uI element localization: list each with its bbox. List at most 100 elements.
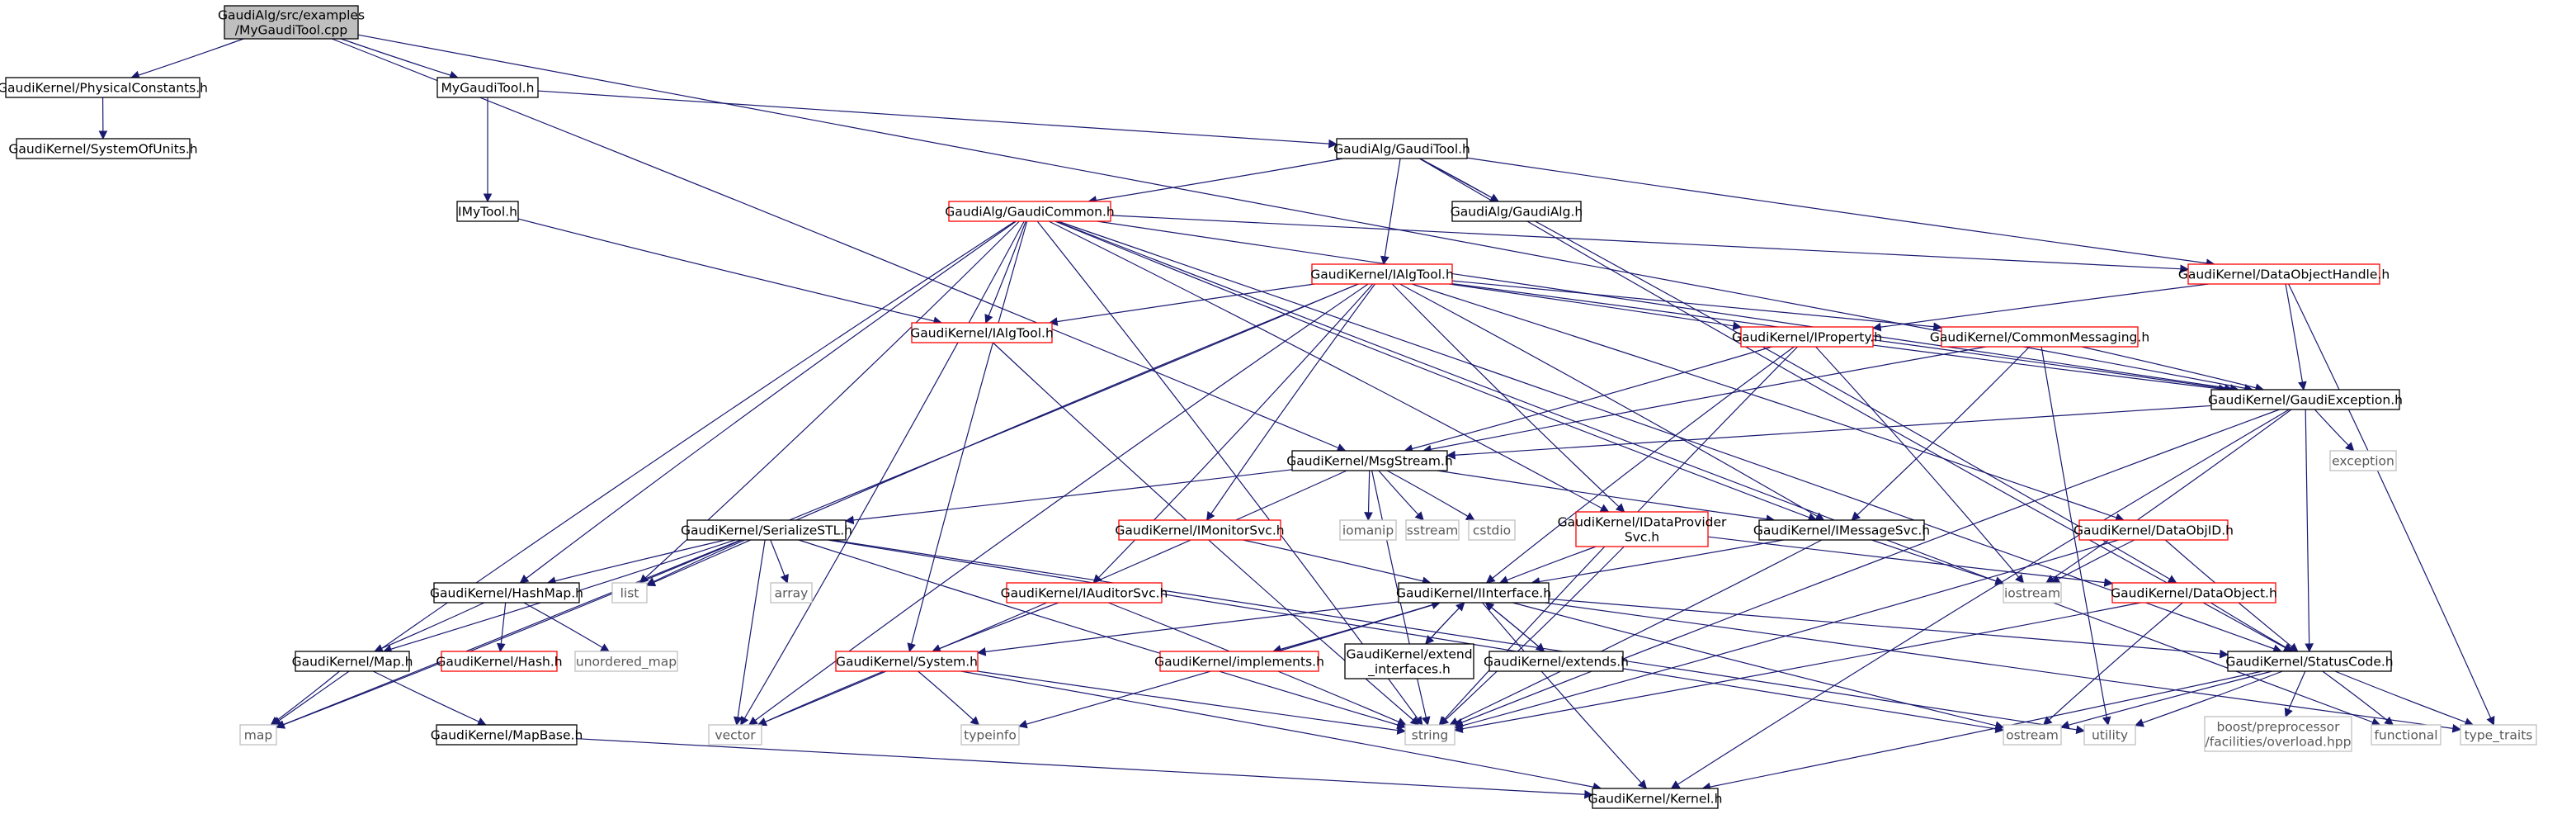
node-box — [1575, 511, 1709, 547]
node-box — [2371, 724, 2442, 746]
node-physconst[interactable]: GaudiKernel/PhysicalConstants.h — [0, 77, 208, 98]
dependency-arrow — [1205, 283, 1375, 521]
node-mygauditool[interactable]: MyGaudiTool.h — [436, 77, 539, 98]
node-dataobjid[interactable]: GaudiKernel/DataObjID.h — [2074, 519, 2234, 541]
node-box — [1344, 643, 1474, 679]
node-dataobjhandle[interactable]: GaudiKernel/DataObjectHandle.h — [2178, 263, 2390, 285]
node-label: ostream — [2006, 728, 2059, 743]
node-dataobject[interactable]: GaudiKernel/DataObject.h — [2111, 582, 2277, 604]
node-label: iostream — [2004, 586, 2060, 601]
node-label: GaudiKernel/StatusCode.h — [2225, 655, 2393, 670]
dependency-arrow — [1399, 283, 1825, 521]
node-label: GaudiKernel/Hash.h — [436, 655, 562, 670]
node-label: list — [620, 586, 639, 601]
node-iauditorsvc[interactable]: GaudiKernel/IAuditorSvc.h — [1001, 582, 1168, 604]
node-box — [2227, 651, 2392, 672]
node-serializestl[interactable]: GaudiKernel/SerializeSTL.h — [681, 519, 852, 541]
dependency-arrow — [1446, 405, 2212, 460]
node-functional: functional — [2371, 724, 2442, 746]
node-list: list — [611, 582, 648, 604]
dependency-arrow — [2288, 283, 2495, 726]
dependency-arrow — [831, 539, 2086, 735]
dependency-arrow — [1243, 539, 1432, 585]
dependency-arrow — [374, 602, 485, 653]
node-ialgtool[interactable]: GaudiKernel/IAlgTool.h — [1310, 263, 1454, 285]
node-label: cstdio — [1473, 523, 1511, 538]
node-kernel_h[interactable]: GaudiKernel/Kernel.h — [1588, 788, 1723, 809]
node-hashmap[interactable]: GaudiKernel/HashMap.h — [430, 582, 583, 604]
node-label: GaudiKernel/extend — [1346, 647, 1472, 662]
node-iinterface[interactable]: GaudiKernel/IInterface.h — [1396, 582, 1551, 604]
node-map_h[interactable]: GaudiKernel/Map.h — [292, 651, 413, 672]
node-iomanip: iomanip — [1339, 519, 1397, 541]
node-string: string — [1404, 724, 1455, 746]
node-box — [433, 582, 580, 604]
node-box — [1339, 519, 1397, 541]
node-imessagesvc[interactable]: GaudiKernel/IMessageSvc.h — [1753, 519, 1930, 541]
dependency-arrow — [646, 539, 746, 586]
node-box — [1451, 201, 1582, 222]
dependency-arrow — [1057, 220, 2282, 653]
node-box — [1592, 788, 1719, 809]
node-imonitorsvc[interactable]: GaudiKernel/IMonitorSvc.h — [1115, 519, 1285, 541]
node-label: GaudiKernel/IAlgTool.h — [1310, 267, 1454, 282]
node-sysunits[interactable]: GaudiKernel/SystemOfUnits.h — [8, 138, 198, 159]
node-box — [1291, 450, 1448, 471]
node-label: string — [1412, 728, 1449, 743]
node-iproperty[interactable]: GaudiKernel/IProperty.h — [1732, 326, 1882, 348]
dependency-arrow — [1391, 283, 1625, 513]
node-msgstream[interactable]: GaudiKernel/MsgStream.h — [1286, 450, 1453, 471]
dependency-arrow — [1449, 539, 1823, 726]
node-ialgtoolh[interactable]: GaudiKernel/IAlgTool.h — [910, 322, 1054, 343]
node-extends[interactable]: GaudiKernel/extends.h — [1484, 651, 1629, 672]
dependency-arrow — [984, 220, 1026, 324]
dependency-arrow — [1485, 346, 1795, 584]
node-box — [948, 201, 1111, 222]
node-system_h[interactable]: GaudiKernel/System.h — [835, 651, 979, 672]
node-hash_h[interactable]: GaudiKernel/Hash.h — [436, 651, 563, 672]
node-box — [224, 5, 359, 40]
node-label: GaudiAlg/GaudiTool.h — [1333, 142, 1470, 157]
node-commonmsg[interactable]: GaudiKernel/CommonMessaging.h — [1930, 326, 2149, 348]
dependency-arrow — [372, 670, 487, 726]
node-box — [1118, 519, 1281, 541]
node-extend_if[interactable]: GaudiKernel/extend_interfaces.h — [1344, 643, 1474, 679]
node-label: GaudiKernel/DataObjectHandle.h — [2178, 267, 2390, 282]
node-mapbase[interactable]: GaudiKernel/MapBase.h — [431, 724, 583, 746]
dependency-arrow — [1451, 280, 1943, 332]
dependency-arrow — [1449, 283, 1743, 331]
dependency-arrow — [1087, 158, 1343, 205]
node-box — [911, 322, 1053, 343]
dependency-arrow — [537, 90, 1338, 149]
node-box — [441, 651, 558, 672]
node-box — [611, 582, 648, 604]
dependency-arrow — [2134, 670, 2283, 727]
node-gaudiexc[interactable]: GaudiKernel/GaudiException.h — [2208, 389, 2403, 410]
node-label: unordered_map — [576, 655, 677, 670]
node-cstdio: cstdio — [1468, 519, 1516, 541]
dependency-arrow — [1378, 470, 1424, 521]
node-statuscode[interactable]: GaudiKernel/StatusCode.h — [2225, 651, 2394, 672]
node-label: GaudiKernel/implements.h — [1154, 655, 1324, 670]
dependency-arrow — [757, 670, 885, 726]
node-box — [1740, 326, 1874, 348]
node-label: array — [775, 586, 809, 601]
node-box — [2329, 450, 2397, 471]
dependency-arrow — [2305, 409, 2314, 653]
node-root[interactable]: GaudiAlg/src/examples/MyGaudiTool.cpp — [218, 5, 365, 40]
node-gaudicommon[interactable]: GaudiAlg/GaudiCommon.h — [945, 201, 1115, 222]
node-box — [2460, 724, 2537, 746]
dependency-arrow — [1425, 602, 1465, 645]
node-label: exception — [2332, 454, 2394, 469]
node-gauditool[interactable]: GaudiAlg/GaudiTool.h — [1333, 138, 1470, 159]
node-gaudialg[interactable]: GaudiAlg/GaudiAlg.h — [1451, 201, 1583, 222]
node-implements[interactable]: GaudiKernel/implements.h — [1154, 651, 1324, 672]
node-label: GaudiKernel/IDataProvider — [1558, 515, 1727, 530]
node-array: array — [770, 582, 813, 604]
node-label: GaudiKernel/IAlgTool.h — [910, 326, 1054, 341]
dependency-arrow — [1404, 346, 1772, 453]
node-imytool[interactable]: IMyTool.h — [456, 201, 519, 222]
node-box — [436, 77, 539, 98]
node-typeinfo: typeinfo — [960, 724, 1020, 746]
